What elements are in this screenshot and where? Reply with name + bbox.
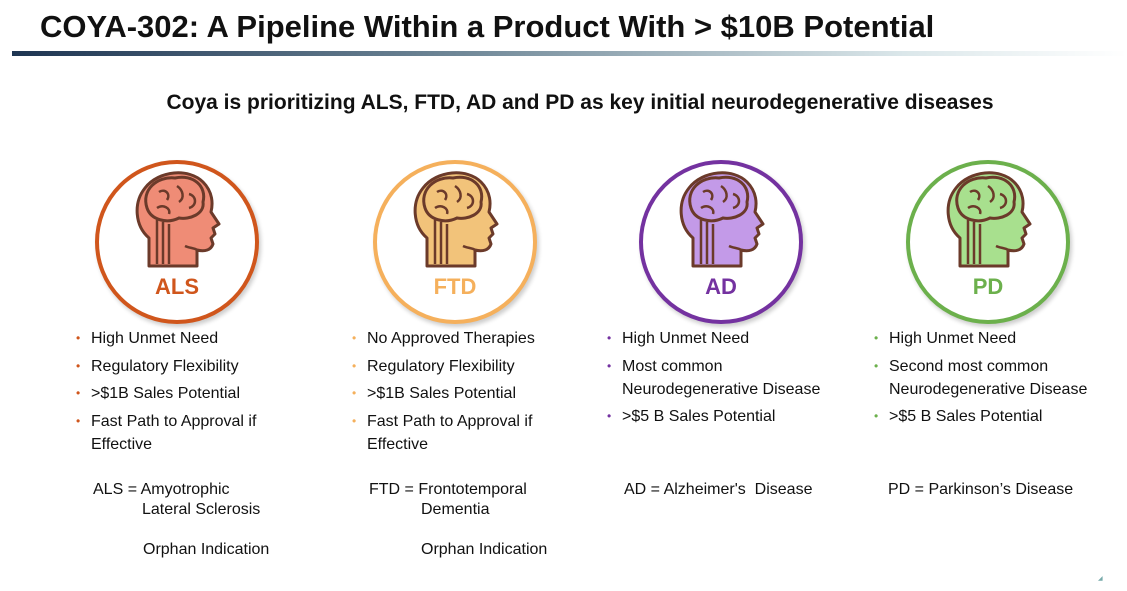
bullet-item: Regulatory Flexibility xyxy=(76,355,276,378)
bullet-item: Fast Path to Approval if Effective xyxy=(76,410,276,456)
bullet-item: >$1B Sales Potential xyxy=(76,382,276,405)
disease-bullets: High Unmet NeedSecond most common Neurod… xyxy=(874,327,1114,433)
bullet-item: >$1B Sales Potential xyxy=(352,382,552,405)
slide-title: COYA-302: A Pipeline Within a Product Wi… xyxy=(40,9,935,44)
bullet-item: Second most common Neurodegenerative Dis… xyxy=(874,355,1114,401)
disease-label: AD xyxy=(705,274,737,299)
disease-label: ALS xyxy=(155,274,199,299)
bullet-item: Fast Path to Approval if Effective xyxy=(352,410,552,456)
title-underline xyxy=(12,51,1127,56)
disease-icon-ad: AD xyxy=(639,160,803,324)
bullet-item: >$5 B Sales Potential xyxy=(607,405,847,428)
definition-cont: Lateral Sclerosis xyxy=(142,501,261,518)
definition: ALS = Amyotrophic xyxy=(93,481,230,498)
orphan-indication: Orphan Indication xyxy=(143,541,270,558)
disease-bullets: No Approved TherapiesRegulatory Flexibil… xyxy=(352,327,552,460)
disease-label: FTD xyxy=(433,274,477,299)
orphan-indication: Orphan Indication xyxy=(421,541,548,558)
disease-icon-als: ALS xyxy=(95,160,259,324)
definition: FTD = Frontotemporal xyxy=(369,481,527,498)
bullet-item: No Approved Therapies xyxy=(352,327,552,350)
disease-label: PD xyxy=(972,274,1004,299)
definition: PD = Parkinson’s Disease xyxy=(888,481,1074,498)
bullet-item: High Unmet Need xyxy=(76,327,276,350)
disease-icon-pd: PD xyxy=(906,160,1070,324)
slide-subtitle: Coya is prioritizing ALS, FTD, AD and PD… xyxy=(166,91,994,114)
definition: AD = Alzheimer's Disease xyxy=(624,481,813,498)
disease-bullets: High Unmet NeedRegulatory Flexibility >$1… xyxy=(76,327,276,460)
bullet-item: High Unmet Need xyxy=(607,327,847,350)
disease-icon-ftd: FTD xyxy=(373,160,537,324)
bullet-item: >$5 B Sales Potential xyxy=(874,405,1114,428)
bullet-item: High Unmet Need xyxy=(874,327,1114,350)
page-marker: ◢ xyxy=(1098,576,1103,582)
definition-cont: Dementia xyxy=(421,501,490,518)
bullet-item: Regulatory Flexibility xyxy=(352,355,552,378)
disease-bullets: High Unmet NeedMost common Neurodegenera… xyxy=(607,327,847,433)
bullet-item: Most common Neurodegenerative Disease xyxy=(607,355,847,401)
